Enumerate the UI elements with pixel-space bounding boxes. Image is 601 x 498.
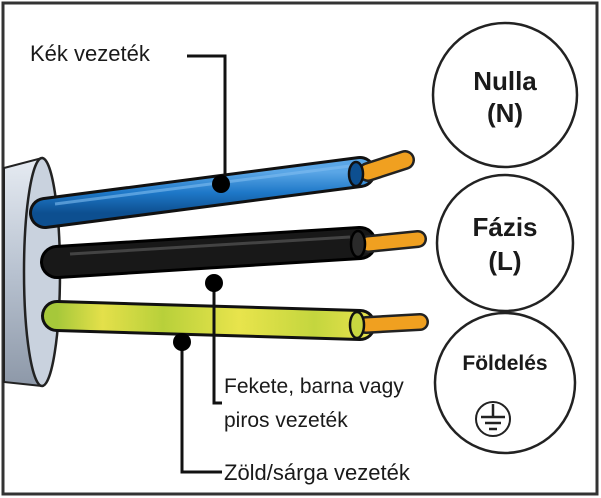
black-wire-copper-tip [349, 229, 427, 259]
label-black-wire-line1: Fekete, barna vagy [224, 375, 404, 398]
earth-title: Földelés [462, 352, 547, 375]
label-black-wire-line2: piros vezeték [224, 409, 348, 432]
label-blue-wire: Kék vezeték [30, 41, 151, 66]
phase-terminal: Fázis (L) [435, 173, 575, 313]
phase-title: Fázis [472, 212, 537, 242]
black-wire [40, 226, 377, 279]
leader-black [205, 274, 223, 405]
neutral-terminal: Nulla (N) [431, 21, 579, 169]
green-yellow-wire-copper-tip [348, 310, 429, 340]
phase-symbol: (L) [488, 246, 521, 276]
leader-green-yellow [173, 333, 222, 474]
label-green-yellow-wire: Zöld/sárga vezeték [224, 460, 411, 485]
blue-wire-copper-tip [347, 150, 415, 188]
neutral-title: Nulla [473, 66, 537, 96]
blue-wire [29, 156, 376, 229]
green-yellow-wire [41, 300, 376, 341]
ground-icon [475, 401, 511, 437]
neutral-symbol: (N) [487, 98, 523, 128]
earth-terminal: Földelés [433, 311, 577, 455]
leader-blue [187, 54, 230, 193]
